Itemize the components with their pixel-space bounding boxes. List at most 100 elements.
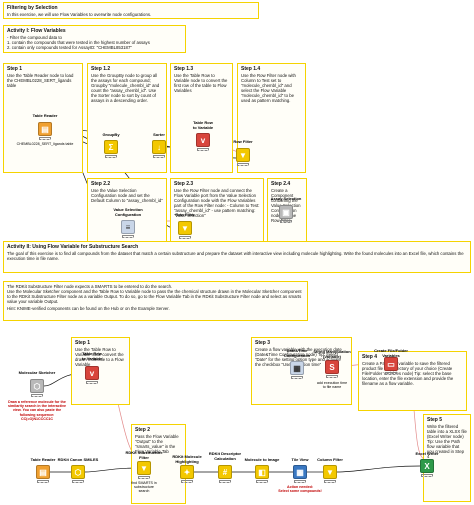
step4b-text: Create a Path flow variable to save the … [362,361,454,386]
step5b-text: Write the filtered table into a XLSX fil… [427,424,467,459]
variable-icon: v [89,369,95,378]
node-label: String Manipulation (Variable) [313,349,351,359]
row-filter-node[interactable]: ▼ [178,221,192,235]
rdkit-molecule-highlighting-node[interactable]: ✦ [180,465,194,479]
node-label: Table Row to Variable [81,351,103,361]
node-label: Value Selection Configuration [113,207,143,217]
step2b-title: Step 2 [135,427,151,433]
node-status [86,381,98,384]
step1b-title: Step 1 [75,340,91,346]
header-annotation: Filtering by Selection In this exercise,… [3,2,259,19]
image-icon: ◧ [258,468,266,477]
molecule-icon: ⬡ [33,382,41,391]
groupby-node[interactable]: Σ [104,140,118,154]
node-status [421,474,433,477]
node-label: Molecule to Image [244,457,280,462]
filter-icon: ▼ [181,224,189,233]
rdkit-descriptor-calculation-node[interactable]: # [218,465,232,479]
file-icon: ▤ [39,468,47,477]
node-status [122,235,134,238]
step22-annotation: Step 2.2 Use the Value Selection Configu… [87,178,167,252]
excel-writer-node[interactable]: X [420,459,434,473]
sorter-node[interactable]: ↓ [152,140,166,154]
node-label: Date&Time Configuration [283,348,311,358]
node-status [105,155,117,158]
configuration-icon: ≡ [125,223,131,232]
node-label: Assay Selection [270,196,302,201]
calendar-icon: ▦ [293,364,301,373]
step13-text: Use the Table Row to Variable node to co… [174,73,228,93]
header-title: Filtering by Selection [7,5,58,11]
node-label: Table Reader [30,457,56,462]
node-status [39,137,51,140]
rdkit-note-p1: The RDKit Substructure Filter node expec… [7,284,173,289]
step12-title: Step 1.2 [91,66,111,72]
molecular-sketcher-component[interactable]: ⬡ [30,379,44,393]
node-label: RDKit Canon SMILES [57,457,99,462]
activity1-title: Activity I: Flow Variables [7,28,66,34]
step3b-title: Step 3 [255,340,271,346]
calculator-icon: # [222,468,228,477]
node-status [324,480,336,483]
node-status [326,375,338,378]
step1b-text: Use the Table Row to Variable node conve… [75,347,124,367]
table-row-to-variable-node[interactable]: v [85,366,99,380]
node-status [197,148,209,151]
node-label: RDKit Molecule Highlighting [172,454,202,464]
create-folder-variables-node[interactable]: ▭ [384,357,398,371]
node-status [294,480,306,483]
step2b-text: Pass the Flow Variable "Output" to the "… [135,434,179,454]
column-filter-node[interactable]: ▼ [323,465,337,479]
node-status [153,155,165,158]
step23-annotation: Step 2.3 Use the Row Filter node and con… [170,178,264,252]
node-status [385,372,397,375]
step14-text: Use the Row Filter node with Column to T… [241,73,296,103]
step5b-annotation: Step 5 Write the filtered table into a X… [423,414,471,502]
node-status [72,480,84,483]
row-filter-node[interactable]: ▼ [236,148,250,162]
connection-canon-substruct [84,467,138,473]
node-label: Molecular Sketcher [18,370,56,375]
node-label: Column Filter [317,457,343,462]
table-row-to-variable-node[interactable]: v [196,133,210,147]
activity2-title: Activity II: Using Flow Variable for Sub… [7,244,139,250]
node-label: Row Filter [233,139,253,144]
datetime-configuration-node[interactable]: ▦ [290,361,304,375]
rdkit-substructure-filter-node[interactable]: ▼ [137,461,151,475]
node-label: Tile View [291,457,309,462]
file-icon: ▤ [41,125,49,134]
activity1-line: 2. contain only compounds tested for Ass… [7,45,132,50]
assay-selection-component[interactable]: ▣ [279,205,293,219]
connection-columnfilter-excel [336,465,421,473]
table-reader-node[interactable]: ▤ [36,465,50,479]
step3b-text: Create a flow variable with the executio… [255,347,342,367]
molecule-icon: ⬡ [74,468,82,477]
molecule-to-image-node[interactable]: ◧ [255,465,269,479]
table-reader-node[interactable]: ▤ [38,122,52,136]
grid-icon: ▦ [296,468,304,477]
step1-annotation: Step 1 Use the Table Reader node to load… [3,63,83,173]
groupby-icon: Σ [108,143,114,152]
step22-title: Step 2.2 [91,181,111,187]
node-label: Table Reader [32,113,58,118]
step23-text: Use the Row Filter node and connect the … [174,188,260,218]
node-label: Excel Writer [415,451,439,456]
tile-view-node[interactable]: ▦ [293,465,307,479]
rdkit-canon-smiles-node[interactable]: ⬡ [71,465,85,479]
highlight-icon: ✦ [183,468,191,477]
node-status [138,476,150,479]
activity2-text: The goal of this exercise is to find all… [7,251,464,261]
string-manipulation-node[interactable]: S [325,360,339,374]
node-status [280,220,292,223]
folder-icon: ▭ [387,360,395,369]
filter-icon: ▼ [239,151,247,160]
node-status [31,394,43,397]
rdkit-note-p3: Hint: KNIME-verified components can be f… [7,306,170,311]
node-status [179,236,191,239]
activity1-line: 1. contain the compounds that were teste… [7,40,150,45]
filter-icon: ▼ [326,468,334,477]
step2b-annotation: Step 2 Pass the Flow Variable "Output" t… [131,424,186,504]
step23-title: Step 2.3 [174,181,194,187]
value-selection-node[interactable]: ≡ [121,220,135,234]
